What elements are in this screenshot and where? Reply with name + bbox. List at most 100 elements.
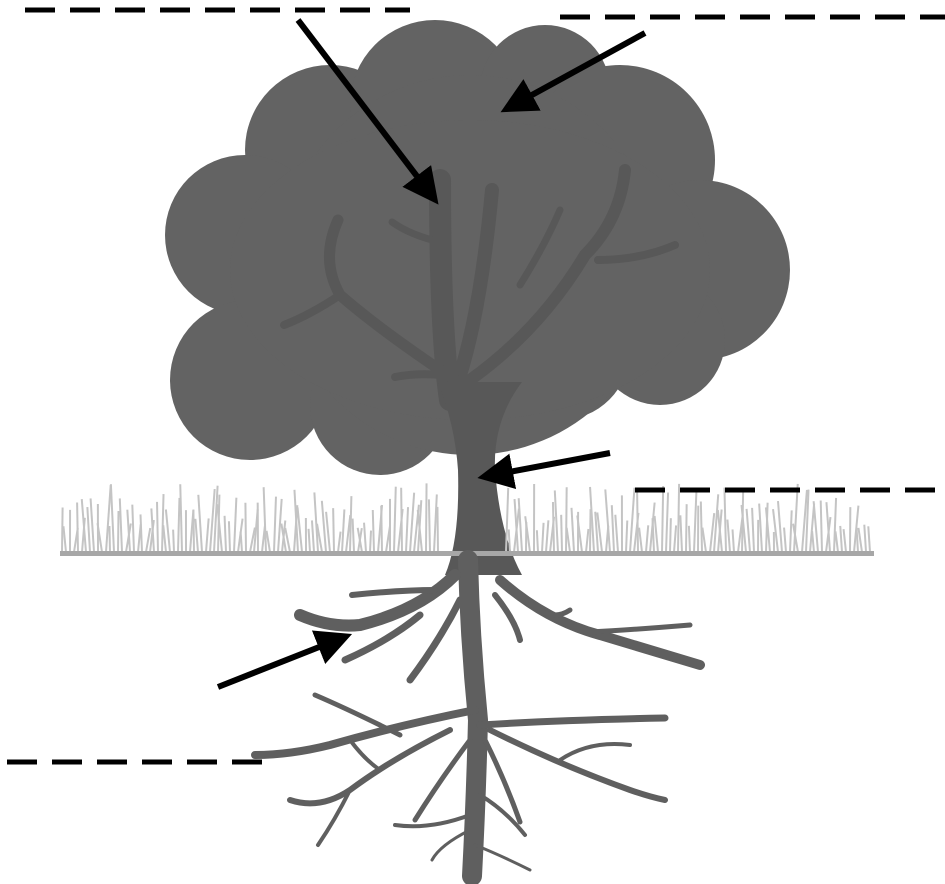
grass-blade (699, 501, 703, 553)
grass-blade (701, 527, 707, 553)
grass-blade (570, 507, 575, 553)
grass-blade (262, 487, 267, 553)
grass-blade (277, 498, 283, 553)
grass-blade (351, 518, 355, 553)
grass-blade (233, 497, 238, 553)
tree-branches (280, 164, 679, 411)
grass-blade (789, 510, 793, 553)
grass-blade (545, 520, 550, 553)
blank-lines (7, 7, 945, 765)
grass-blade (81, 517, 86, 553)
grass-blade (76, 502, 79, 553)
grass-blade (325, 511, 331, 553)
grass-blade (293, 489, 299, 553)
arrow-icon (295, 18, 439, 205)
grass-blade (745, 508, 751, 553)
arrow-icon (216, 630, 353, 690)
grass-blade (363, 522, 367, 553)
grass-blade (834, 531, 839, 553)
grass-blade (524, 516, 531, 553)
grass-blade (179, 484, 183, 553)
grass-blade (320, 500, 327, 553)
grass-blade (61, 507, 64, 553)
grass-blade (164, 509, 171, 553)
grass-blade (596, 512, 603, 553)
grass-blade (687, 525, 691, 553)
grass-blade (776, 500, 783, 553)
grass-blade (209, 489, 216, 553)
grass-strip (61, 483, 871, 553)
grass-blade (425, 483, 428, 553)
grass-blade (80, 499, 87, 553)
grass-blade (192, 509, 195, 553)
grass-blade (427, 499, 431, 553)
grass-blade (316, 523, 323, 553)
grass-blade (673, 525, 678, 553)
grass-blade (332, 508, 335, 553)
grass-blade (172, 529, 175, 553)
grass-blade (867, 526, 871, 553)
grass-blade (86, 507, 91, 553)
arrow-icon (500, 30, 647, 113)
grass-blade (758, 503, 763, 553)
grass-blade (109, 484, 115, 553)
grass-blade (740, 504, 747, 553)
grass-blade (610, 505, 615, 553)
grass-blade (801, 489, 808, 553)
grass-blade (149, 519, 155, 553)
grass-blade (651, 518, 655, 553)
grass-blade (194, 518, 199, 553)
grass-blade (249, 527, 256, 553)
grass-blade (839, 525, 843, 553)
grass-blade (585, 528, 590, 553)
arrow-icon (477, 450, 611, 490)
grass-blade (62, 526, 67, 553)
grass-blade (131, 504, 135, 553)
grass-blade (541, 522, 545, 553)
grass-blade (416, 509, 423, 553)
grass-blade (117, 511, 120, 553)
grass-blade (825, 502, 831, 553)
grass-blade (337, 531, 342, 553)
grass-blade (313, 492, 319, 553)
grass-blade (751, 507, 755, 553)
grass-blade (629, 487, 636, 553)
grass-blade (349, 496, 353, 553)
grass-blade (284, 527, 291, 553)
grass-blade (126, 509, 131, 553)
grass-blade (436, 506, 439, 553)
grass-blade (764, 507, 771, 553)
grass-blade (400, 487, 403, 553)
grass-blade (145, 527, 152, 553)
grass-blade (162, 525, 167, 553)
grass-blade (380, 505, 383, 553)
grass-blade (405, 507, 410, 553)
grass-blade (227, 521, 231, 553)
grass-blade (842, 529, 847, 553)
grass-blade (636, 491, 639, 553)
grass-blade (89, 498, 95, 553)
grass-blade (223, 515, 227, 553)
grass-blade (216, 504, 223, 553)
grass-blade (161, 494, 165, 553)
grass-blade (535, 530, 539, 553)
grass-blade (239, 531, 243, 553)
grass-blade (565, 487, 568, 553)
grass-blade (716, 509, 723, 553)
grass-blade (244, 502, 247, 553)
grass-blade (792, 523, 799, 553)
tree-roots (251, 550, 705, 884)
grass-blade (857, 527, 863, 553)
grass-blade (156, 501, 159, 553)
grass-blade (594, 511, 599, 553)
grass-blade (709, 513, 716, 553)
grass-blade (553, 490, 559, 553)
grass-blade (685, 504, 688, 553)
grass-blade (783, 527, 787, 553)
grass-blade (589, 509, 592, 553)
grass-blade (393, 486, 397, 553)
grass-blade (645, 525, 650, 553)
grass-blade (863, 524, 867, 553)
grass-blade (551, 502, 555, 553)
